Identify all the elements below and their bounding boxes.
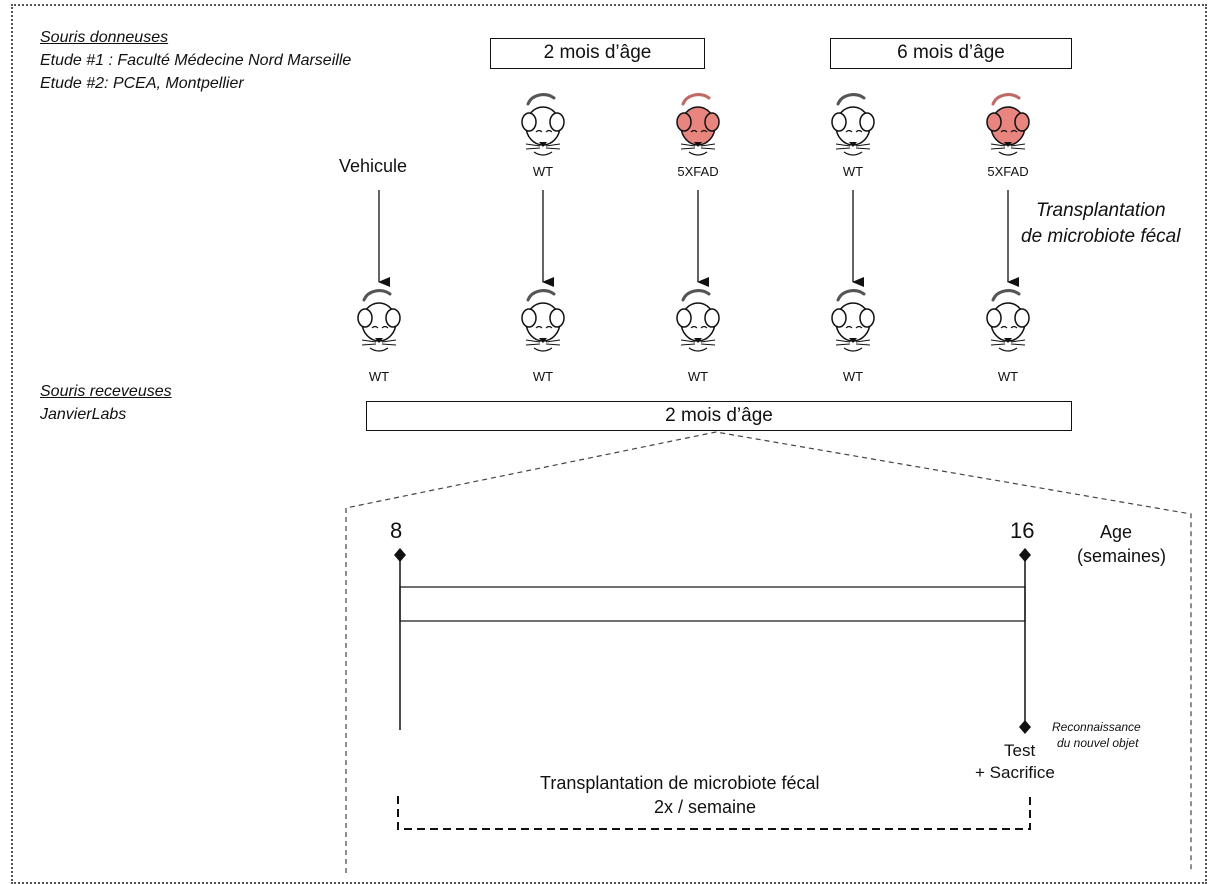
study-1-label: Etude #1 : Faculté Médecine Nord Marseil…	[40, 52, 352, 69]
study-2-label: Etude #2: PCEA, Montpellier	[40, 75, 244, 92]
mouse-icon	[986, 93, 1030, 156]
treatment-label-line2: 2x / semaine	[654, 797, 757, 817]
axis-label-weeks: (semaines)	[1077, 546, 1167, 566]
timeline-band	[399, 586, 1026, 622]
axis-label-age: Age	[1100, 522, 1133, 542]
mouse-icon	[357, 289, 401, 352]
donor-genotype-label: WT	[842, 164, 864, 179]
transfer-label-line1: Transplantation	[1036, 200, 1166, 221]
transfer-label-line2: de microbiote fécal	[1021, 226, 1181, 247]
age-box-6-months: 6 mois d’âge	[830, 38, 1072, 69]
recipient-genotype-label: WT	[842, 369, 864, 384]
recipient-mouse-icon	[350, 288, 408, 356]
mouse-icon	[831, 93, 875, 156]
recipient-heading: Souris receveuses	[40, 383, 172, 400]
vehicle-label: Vehicule	[339, 156, 408, 176]
mouse-icon	[986, 289, 1030, 352]
zoom-outline	[345, 431, 1192, 873]
donor-genotype-label: WT	[532, 164, 554, 179]
mouse-icon	[831, 289, 875, 352]
treatment-label-line1: Transplantation de microbiote fécal	[540, 773, 820, 793]
test-name-line2: du nouvel objet	[1057, 736, 1139, 750]
recipient-supplier: JanvierLabs	[40, 406, 127, 423]
mouse-icon	[521, 93, 565, 156]
mouse-icon	[521, 289, 565, 352]
donor-genotype-label: 5XFAD	[987, 164, 1029, 179]
donor-mouse-icon	[669, 92, 727, 160]
treatment-bracket	[397, 796, 1031, 830]
recipient-age-box: 2 mois d’âge	[366, 401, 1072, 431]
test-diamond	[1019, 720, 1031, 734]
donor-heading: Souris donneuses	[40, 29, 169, 46]
donor-mouse-icon	[514, 92, 572, 160]
donor-mouse-icon	[824, 92, 882, 160]
age-box-2-months: 2 mois d’âge	[490, 38, 705, 69]
recipient-mouse-icon	[669, 288, 727, 356]
donor-mouse-icon	[979, 92, 1037, 160]
recipient-genotype-label: WT	[368, 369, 390, 384]
recipient-genotype-label: WT	[532, 369, 554, 384]
recipient-genotype-label: WT	[687, 369, 709, 384]
end-diamond	[1019, 548, 1031, 562]
recipient-mouse-icon	[514, 288, 572, 356]
timeline-start-value: 8	[390, 518, 403, 543]
endpoint-test: Test	[1004, 741, 1036, 760]
mouse-icon	[676, 93, 720, 156]
test-name-line1: Reconnaissance	[1052, 720, 1141, 734]
start-diamond	[394, 548, 406, 562]
endpoint-sacrifice: + Sacrifice	[975, 763, 1055, 782]
recipient-mouse-icon	[979, 288, 1037, 356]
donor-genotype-label: 5XFAD	[677, 164, 719, 179]
recipient-mouse-icon	[824, 288, 882, 356]
mouse-icon	[676, 289, 720, 352]
recipient-genotype-label: WT	[997, 369, 1019, 384]
timeline-end-value: 16	[1010, 518, 1035, 543]
